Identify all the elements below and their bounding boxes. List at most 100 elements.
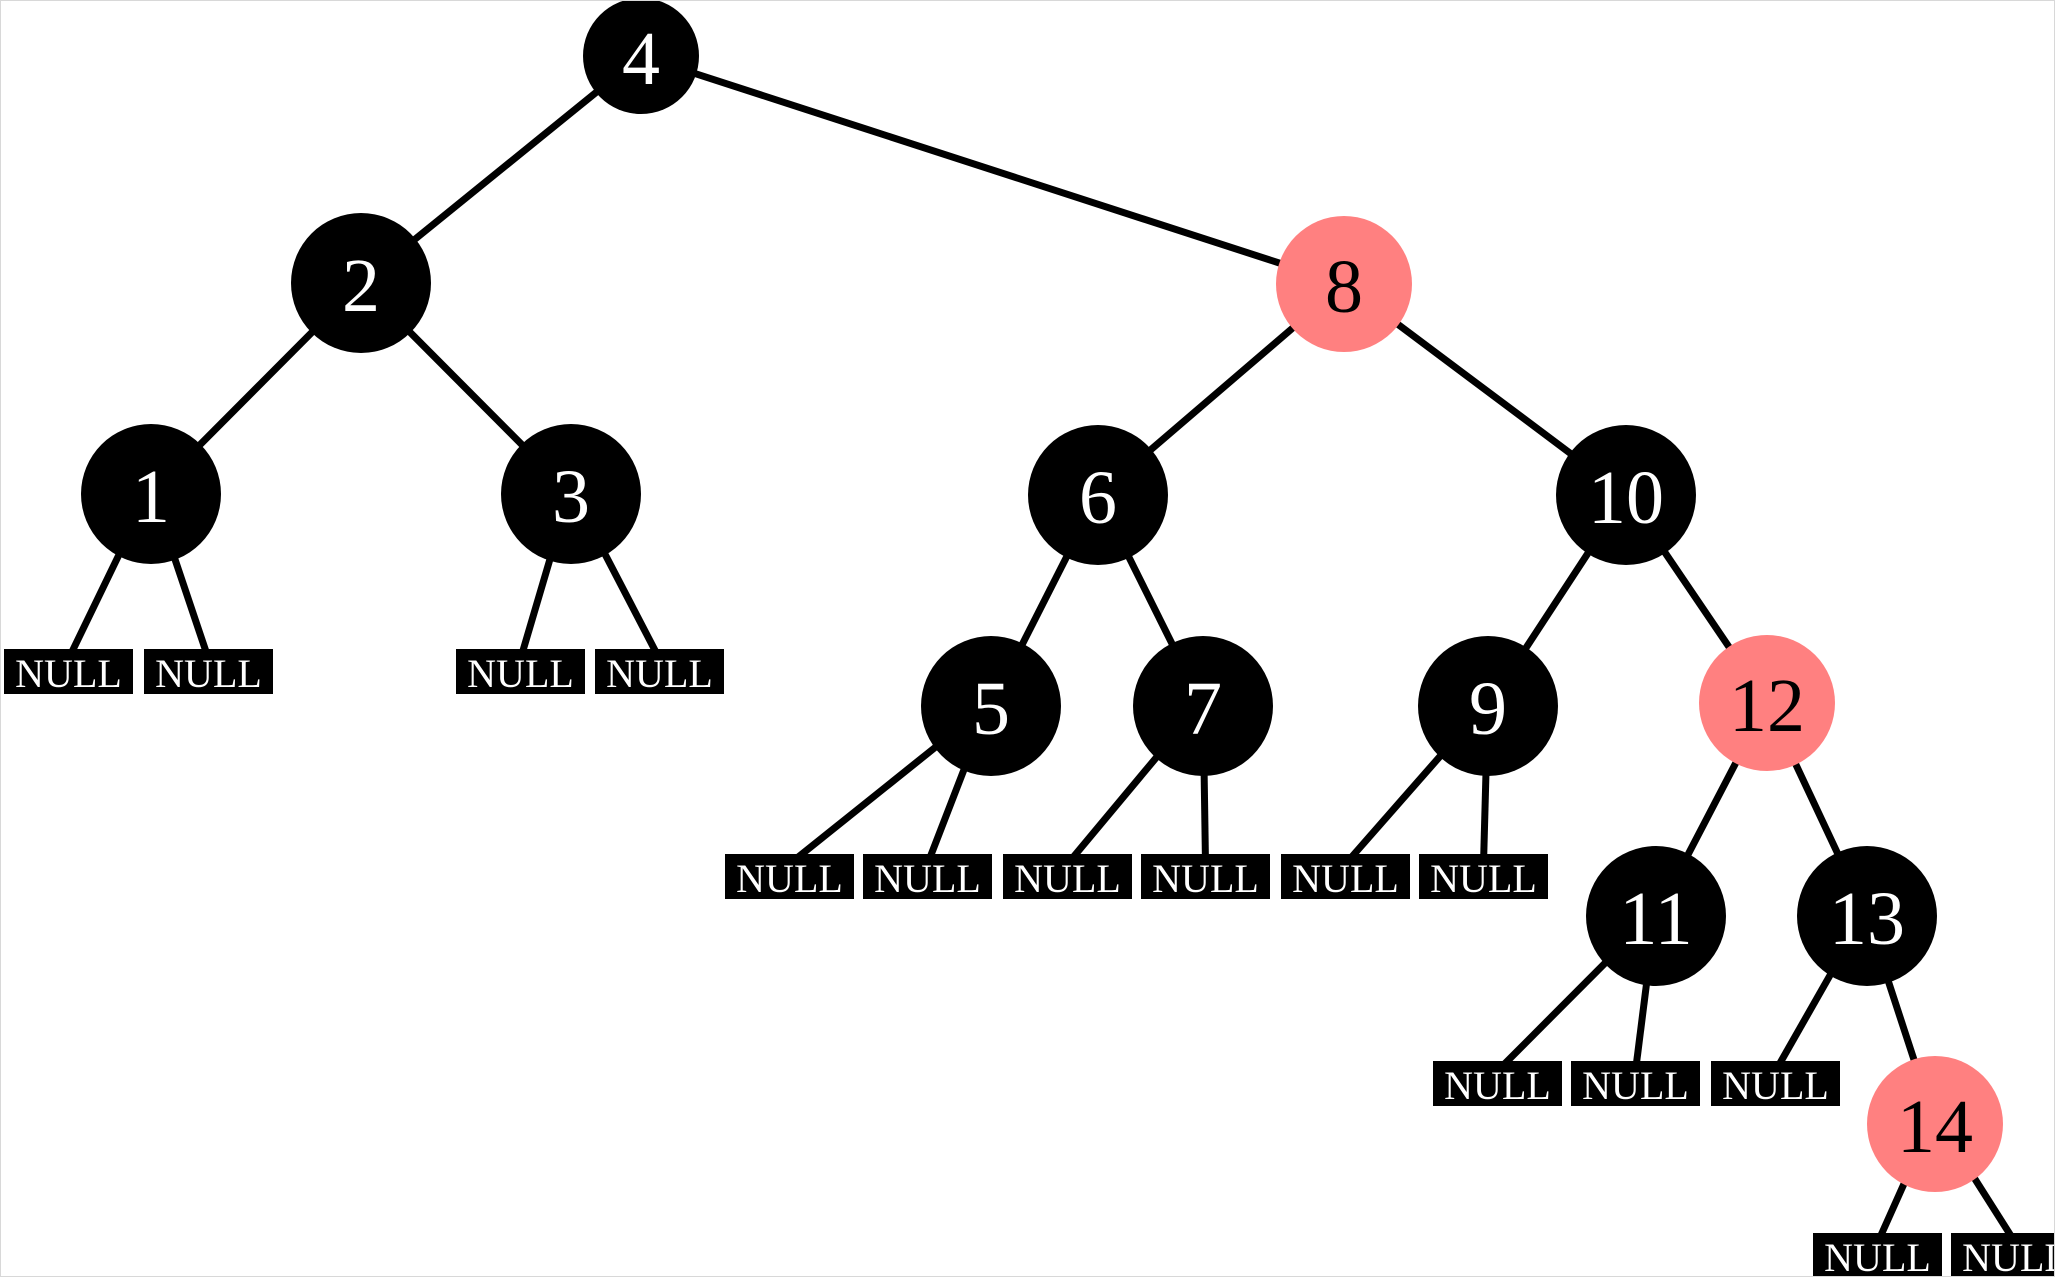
null-leaf[interactable]: NULL	[1951, 1233, 2055, 1277]
node-circle	[1867, 1056, 2003, 1192]
node-circle	[1028, 425, 1168, 565]
null-leaf-box	[1433, 1061, 1562, 1106]
null-leaf-box	[4, 649, 133, 694]
null-edge	[169, 551, 212, 661]
null-leaf-box	[1003, 854, 1132, 899]
node-label: 6	[1079, 456, 1117, 540]
null-leaf[interactable]: NULL	[1711, 1061, 1840, 1108]
null-leaf-box	[1711, 1061, 1840, 1106]
null-leaf[interactable]: NULL	[1571, 1061, 1700, 1108]
tree-edge	[1391, 318, 1577, 460]
null-leaf[interactable]: NULL	[1433, 1061, 1562, 1108]
null-edge	[1480, 767, 1490, 865]
node-circle	[583, 1, 699, 114]
null-leaf-box	[1951, 1233, 2054, 1276]
null-edge	[65, 547, 126, 661]
tree-edge	[1123, 550, 1178, 651]
null-leaf-label: NULL	[1824, 1235, 1931, 1277]
null-edge	[1342, 748, 1448, 867]
tree-node-11[interactable]: 11	[1586, 846, 1726, 986]
null-leaf-box	[595, 649, 724, 694]
node-label: 4	[622, 17, 660, 101]
tree-edge	[689, 68, 1287, 269]
tree-node-10[interactable]: 10	[1556, 425, 1696, 565]
tree-edge	[1016, 550, 1073, 651]
tree-edge	[193, 325, 319, 452]
node-circle	[921, 636, 1061, 776]
null-leaf-box	[1419, 854, 1548, 899]
null-leaf[interactable]: NULL	[1813, 1233, 1942, 1277]
node-circle	[1586, 846, 1726, 986]
node-label: 1	[132, 455, 170, 539]
null-leaf-box	[725, 854, 854, 899]
null-leaf-label: NULL	[15, 651, 122, 696]
null-leaf[interactable]: NULL	[1281, 854, 1410, 901]
tree-edge	[1659, 546, 1736, 654]
null-leaf[interactable]: NULL	[863, 854, 992, 901]
null-leaf[interactable]: NULL	[725, 854, 854, 901]
null-leaf[interactable]: NULL	[4, 649, 133, 696]
tree-edge	[1682, 756, 1742, 861]
tree-node-5[interactable]: 5	[921, 636, 1061, 776]
null-leaf-label: NULL	[155, 651, 262, 696]
null-leaf[interactable]: NULL	[456, 649, 585, 696]
null-leaf-label: NULL	[874, 856, 981, 901]
tree-node-3[interactable]: 3	[501, 424, 641, 564]
node-label: 2	[342, 244, 380, 328]
null-edge	[598, 546, 663, 661]
null-leaf-label: NULL	[1582, 1063, 1689, 1108]
tree-edge	[1883, 975, 1920, 1067]
tree-edge	[1144, 321, 1300, 456]
edges-layer	[65, 68, 2019, 1245]
null-edge	[787, 739, 944, 867]
null-edge	[1967, 1170, 2019, 1245]
node-label: 8	[1325, 245, 1363, 329]
tree-edge	[1790, 757, 1843, 860]
tree-node-6[interactable]: 6	[1028, 425, 1168, 565]
node-label: 12	[1729, 664, 1805, 748]
node-label: 7	[1184, 667, 1222, 751]
tree-node-12[interactable]: 12	[1699, 635, 1835, 771]
null-leaf-label: NULL	[1292, 856, 1399, 901]
node-circle	[1797, 846, 1937, 986]
null-edge	[517, 551, 556, 660]
null-leaf-box	[1813, 1233, 1942, 1276]
node-circle	[81, 424, 221, 564]
tree-node-14[interactable]: 14	[1867, 1056, 2003, 1192]
node-label: 13	[1829, 877, 1905, 961]
null-leaf-box	[144, 649, 273, 694]
null-leaf-label: NULL	[1722, 1063, 1829, 1108]
node-label: 3	[552, 455, 590, 539]
tree-edge	[1520, 546, 1594, 655]
node-label: 9	[1469, 667, 1507, 751]
node-circle	[1418, 636, 1558, 776]
null-leaf-box	[1141, 854, 1270, 899]
tree-edge	[403, 325, 529, 452]
null-edge	[1874, 1175, 1911, 1245]
tree-node-9[interactable]: 9	[1418, 636, 1558, 776]
null-leaf[interactable]: NULL	[144, 649, 273, 696]
tree-node-13[interactable]: 13	[1797, 846, 1937, 986]
null-leaf-label: NULL	[1430, 856, 1537, 901]
null-leaf[interactable]: NULL	[1141, 854, 1270, 901]
null-edge	[1632, 976, 1651, 1072]
tree-node-4[interactable]: 4	[583, 1, 699, 114]
tree-node-8[interactable]: 8	[1276, 216, 1412, 352]
node-circle	[1699, 635, 1835, 771]
null-edge	[924, 761, 970, 866]
null-leaf-label: NULL	[467, 651, 574, 696]
node-circle	[1556, 425, 1696, 565]
null-leaf[interactable]: NULL	[595, 649, 724, 696]
tree-node-2[interactable]: 2	[291, 213, 431, 353]
tree-node-7[interactable]: 7	[1133, 636, 1273, 776]
null-edge	[1495, 955, 1613, 1074]
null-edge	[1200, 767, 1209, 865]
null-leaf-label: NULL	[1152, 856, 1259, 901]
null-leaf-label: NULL	[1444, 1063, 1551, 1108]
null-leaf[interactable]: NULL	[1003, 854, 1132, 901]
tree-node-1[interactable]: 1	[81, 424, 221, 564]
null-leaf[interactable]: NULL	[1419, 854, 1548, 901]
null-leaf-label: NULL	[736, 856, 843, 901]
